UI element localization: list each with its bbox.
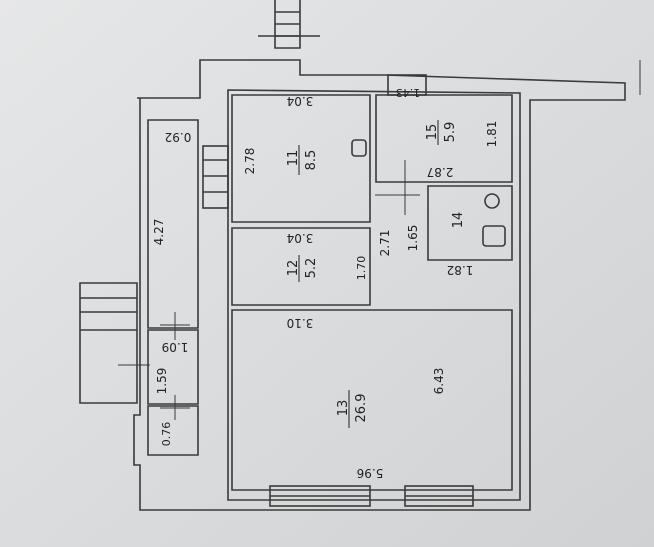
room-15-dim-top: 1.43 bbox=[396, 86, 421, 99]
room-12-dim-outer: 2.71 bbox=[378, 230, 392, 257]
room-13-dim-top: 3.10 bbox=[287, 316, 314, 330]
room-11-dim-top: 3.04 bbox=[287, 94, 314, 108]
room-12-dim-top: 3.04 bbox=[287, 231, 314, 245]
room-11: 3.04 2.78 11 8.5 bbox=[243, 94, 319, 175]
room-13-dim-bottom: 5.96 bbox=[357, 466, 384, 480]
room-15-area: 5.9 bbox=[443, 122, 458, 143]
dimension-ticks bbox=[118, 60, 641, 420]
room-11-dim-left: 2.78 bbox=[243, 148, 257, 175]
room-14-dim-left: 1.65 bbox=[406, 225, 420, 252]
room-15-dim-right: 1.81 bbox=[485, 121, 499, 148]
corridor-dim-bottom: 0.76 bbox=[160, 422, 173, 447]
walls bbox=[79, 0, 626, 511]
room-14-dim-bottom: 1.82 bbox=[447, 263, 474, 277]
room-12-area: 5.2 bbox=[304, 258, 319, 279]
corridor-dim-top: 0.92 bbox=[165, 130, 192, 144]
room-15: 1.43 15 5.9 1.81 2.87 bbox=[396, 86, 499, 179]
room-12: 3.04 12 5.2 1.70 2.71 bbox=[286, 230, 392, 282]
room-13-area: 26.9 bbox=[354, 394, 369, 423]
room-12-dim-right: 1.70 bbox=[355, 256, 368, 281]
room-13-number: 13 bbox=[336, 400, 351, 417]
room-14: 1.65 14 1.82 bbox=[406, 212, 473, 277]
room-14-number: 14 bbox=[451, 212, 466, 229]
corridor-dimensions: 0.92 4.27 1.09 1.59 0.76 bbox=[152, 130, 191, 446]
room-11-area: 8.5 bbox=[304, 150, 319, 171]
room-13: 3.10 13 26.9 6.43 5.96 bbox=[287, 316, 446, 480]
room-15-number: 15 bbox=[425, 124, 440, 141]
corridor-dim-lower: 1.59 bbox=[155, 368, 169, 395]
corridor-dim-middle: 1.09 bbox=[162, 340, 189, 354]
room-12-number: 12 bbox=[286, 260, 301, 277]
room-15-dim-bottom: 2.87 bbox=[427, 165, 454, 179]
room-11-number: 11 bbox=[286, 150, 301, 167]
corridor-dim-length: 4.27 bbox=[152, 219, 166, 246]
room-13-dim-right: 6.43 bbox=[432, 368, 446, 395]
